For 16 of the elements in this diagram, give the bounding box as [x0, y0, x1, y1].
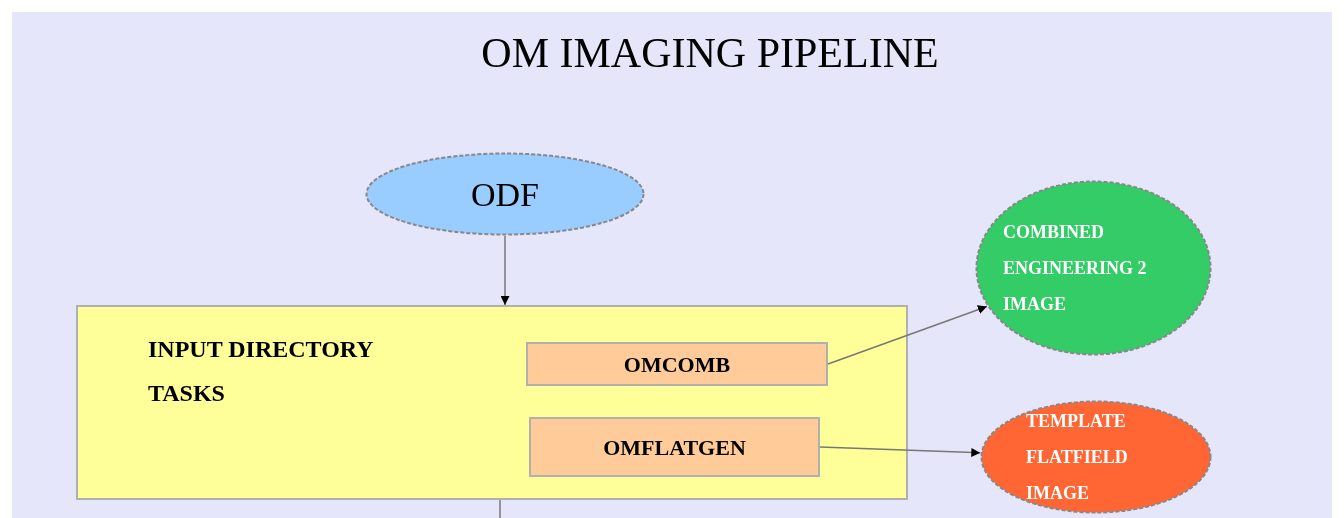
node-label: TEMPLATE FLATFIELD IMAGE — [1025, 410, 1129, 505]
task-box — [529, 417, 820, 477]
node-label: ODF — [470, 174, 540, 215]
node-label: OMFLATGEN — [603, 433, 746, 462]
diagram-title: OM IMAGING PIPELINE — [480, 29, 940, 78]
arrow — [827, 305, 988, 365]
arrow — [819, 446, 982, 457]
node-label: COMBINED ENGINEERING 2 IMAGE — [1002, 221, 1148, 316]
data-ellipse — [365, 152, 645, 236]
node-label: OMCOMB — [623, 350, 731, 379]
output-ellipse — [980, 400, 1212, 514]
arrow — [500, 235, 510, 306]
node-label: INPUT DIRECTORY TASKS — [148, 335, 374, 408]
group-box — [76, 305, 908, 500]
output-ellipse — [975, 180, 1212, 356]
task-box — [526, 342, 828, 386]
